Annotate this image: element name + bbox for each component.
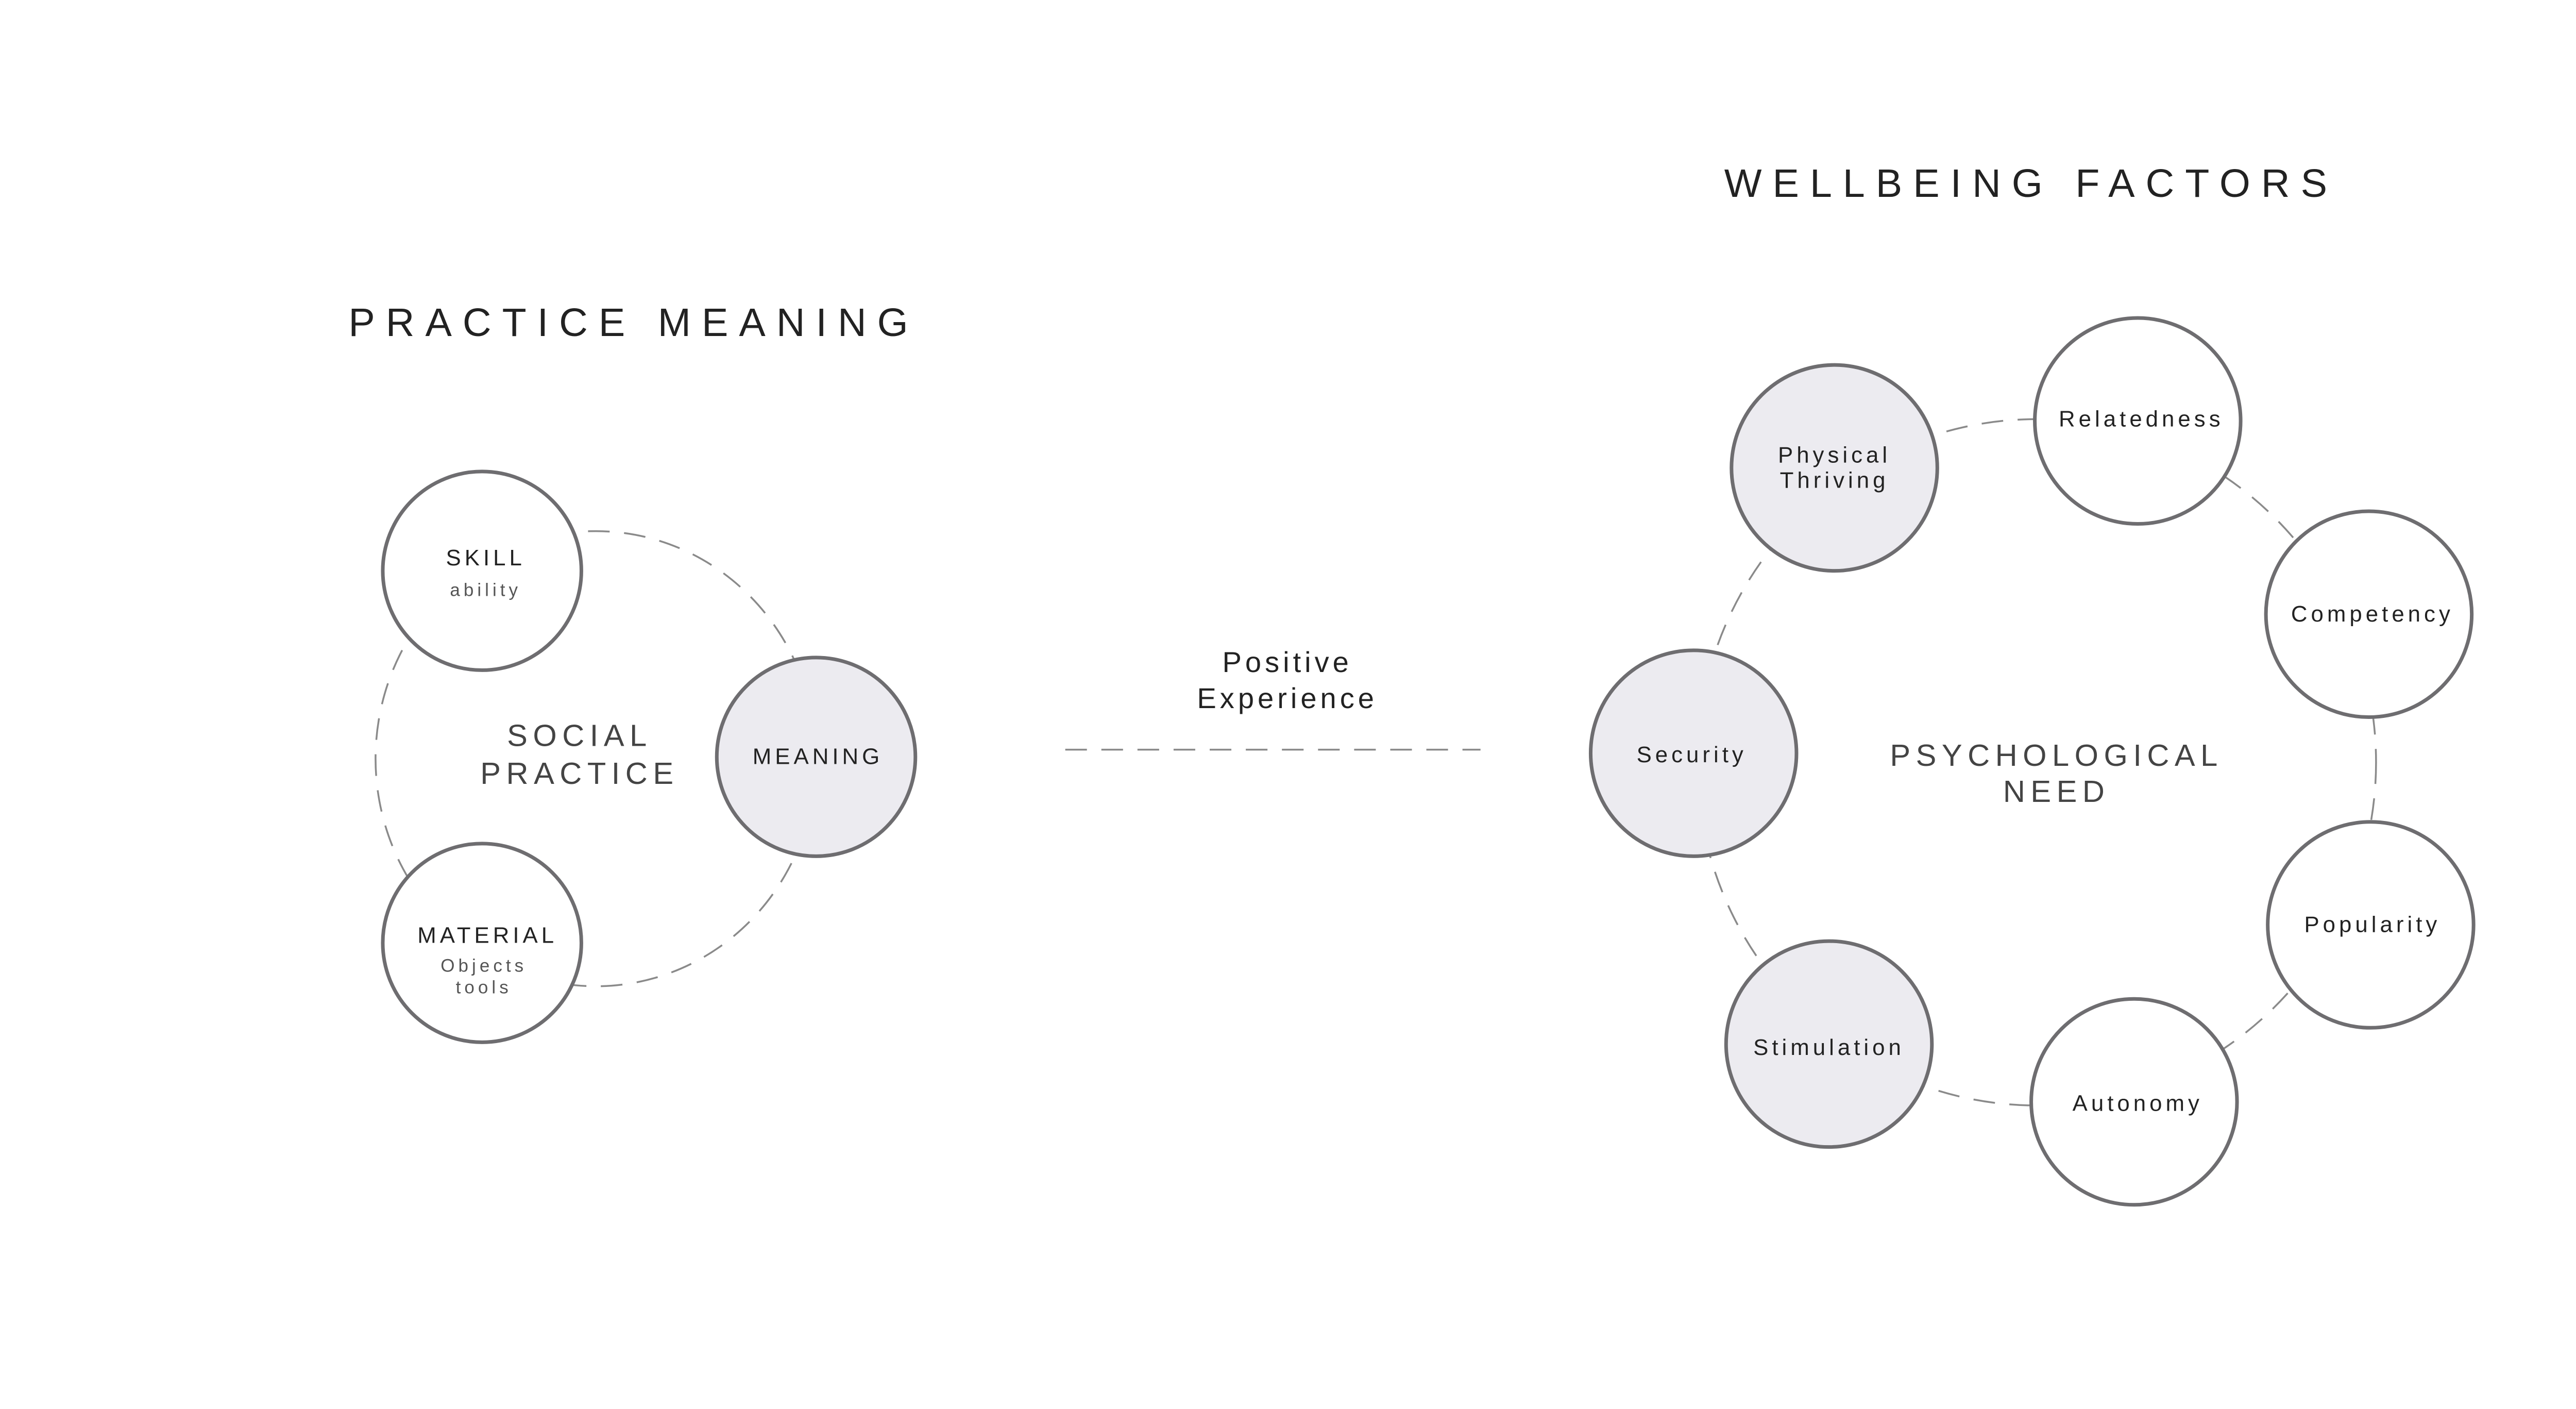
- material-label: MATERIAL: [417, 923, 557, 948]
- physical-label-2: Thriving: [1780, 467, 1889, 493]
- popularity-label: Popularity: [2304, 912, 2441, 937]
- material-sub-2: tools: [456, 978, 512, 998]
- node-meaning: MEANING: [715, 656, 918, 858]
- psychological-need-label-2: NEED: [2003, 774, 2110, 809]
- relatedness-label: Relatedness: [2059, 406, 2224, 431]
- connector-label-2: Experience: [1197, 682, 1378, 714]
- security-label: Security: [1637, 742, 1747, 767]
- meaning-label: MEANING: [753, 744, 883, 769]
- node-material: MATERIAL Objects tools: [381, 842, 583, 1044]
- autonomy-label: Autonomy: [2073, 1091, 2203, 1116]
- node-security: Security: [1588, 648, 1799, 858]
- node-physical-thriving: Physical Thriving: [1730, 363, 1939, 573]
- social-practice-label-2: PRACTICE: [480, 756, 679, 791]
- node-popularity: Popularity: [2266, 820, 2476, 1030]
- node-skill: SKILL ability: [381, 469, 583, 672]
- stimulation-label: Stimulation: [1753, 1035, 1905, 1060]
- physical-label-1: Physical: [1778, 442, 1891, 467]
- social-practice-label-1: SOCIAL: [507, 718, 652, 753]
- wellbeing-factors-title: WELLBEING FACTORS: [1724, 161, 2338, 206]
- skill-label: SKILL: [446, 545, 526, 571]
- connector-label-1: Positive: [1223, 646, 1352, 678]
- skill-sub: ability: [450, 580, 521, 600]
- node-competency: Competency: [2264, 509, 2474, 719]
- node-autonomy: Autonomy: [2029, 997, 2239, 1207]
- node-stimulation: Stimulation: [1724, 939, 1934, 1149]
- material-sub-1: Objects: [440, 956, 527, 976]
- node-relatedness: Relatedness: [2033, 316, 2243, 526]
- competency-label: Competency: [2291, 601, 2454, 627]
- psychological-need-label-1: PSYCHOLOGICAL: [1890, 738, 2223, 773]
- practice-meaning-title: PRACTICE MEANING: [348, 300, 919, 345]
